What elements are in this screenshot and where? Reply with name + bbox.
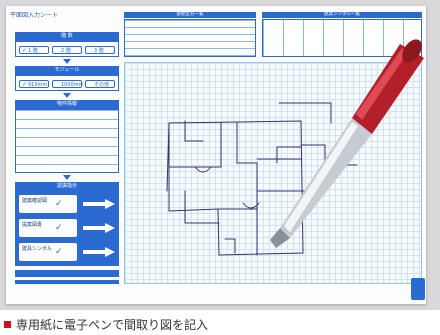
room-table: [124, 19, 256, 57]
down-arrow-icon: [63, 175, 71, 180]
check-icon: ✓: [22, 81, 28, 88]
check-icon: ✓: [55, 223, 63, 233]
caption: 専用紙に電子ペンで間取り図を記入: [4, 316, 208, 333]
floor-option-3[interactable]: 3 階: [85, 46, 115, 54]
right-arrow-icon: [83, 247, 115, 257]
bullet-icon: [4, 321, 11, 328]
footer-bar: [15, 270, 119, 277]
option-fixture-symbol[interactable]: 建具シンボル✓: [19, 243, 77, 261]
right-arrow-icon: [83, 223, 115, 233]
check-icon: ✓: [55, 247, 63, 257]
module-box: ✓910mm 1000mm その他: [15, 75, 119, 91]
fixture-symbol-table: [262, 19, 422, 57]
recognition-header: 認識指示: [15, 182, 119, 191]
property-info-header: 物件情報: [15, 100, 119, 109]
property-info-fields[interactable]: [15, 109, 119, 173]
floors-header: 階 数: [15, 32, 119, 41]
check-icon: ✓: [22, 47, 28, 54]
sheet-title: 平面図入力シート: [10, 12, 59, 19]
module-option-1000[interactable]: 1000mm: [52, 80, 83, 88]
module-option-910[interactable]: ✓910mm: [19, 80, 49, 88]
caption-text: 専用紙に電子ペンで間取り図を記入: [16, 318, 209, 332]
footer-bar: [15, 280, 119, 284]
option-proposal[interactable]: 提案図書✓: [19, 219, 77, 237]
module-header: モジュール: [15, 66, 119, 75]
recognition-options: 建築確認図✓ 提案図書✓ 建具シンボル✓: [15, 191, 119, 266]
left-panel: 階 数 ✓1 階 2 階 3 階 モジュール ✓910mm 1000mm その他…: [15, 32, 119, 290]
down-arrow-icon: [63, 59, 71, 64]
fixture-table-header: 建具シンボル一覧: [262, 12, 422, 18]
room-table-header: 部屋区分一覧: [124, 12, 256, 18]
option-building-confirmation[interactable]: 建築確認図✓: [19, 195, 77, 213]
photo: 平面図入力シート 部屋区分一覧 建具シンボル一覧 階 数 ✓1 階 2 階 3 …: [0, 0, 440, 310]
down-arrow-icon: [63, 93, 71, 98]
electronic-pen: [270, 39, 424, 248]
trash-icon[interactable]: [411, 278, 425, 300]
floor-option-1[interactable]: ✓1 階: [19, 46, 49, 54]
module-option-other[interactable]: その他: [85, 80, 115, 88]
right-arrow-icon: [83, 199, 115, 209]
floor-option-2[interactable]: 2 階: [52, 46, 82, 54]
check-icon: ✓: [55, 199, 63, 209]
floors-box: ✓1 階 2 階 3 階: [15, 41, 119, 57]
